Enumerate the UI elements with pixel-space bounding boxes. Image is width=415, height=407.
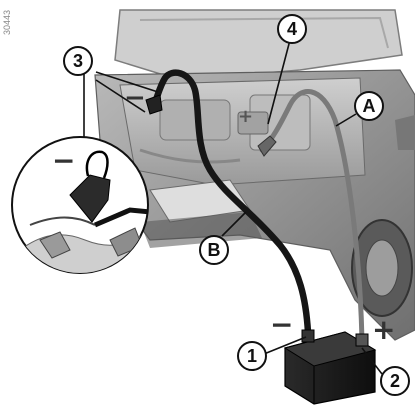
plus-sign-engine: + xyxy=(238,108,253,126)
minus-sign-inset: − xyxy=(52,147,75,175)
callout-b: B xyxy=(199,235,229,265)
external-battery xyxy=(285,330,375,404)
callout-1: 1 xyxy=(237,341,267,371)
callout-a: A xyxy=(354,91,384,121)
callout-4: 4 xyxy=(277,14,307,44)
reference-id: 30443 xyxy=(2,10,12,35)
inset-detail xyxy=(12,137,150,280)
minus-sign-engine: − xyxy=(124,85,146,111)
callout-3: 3 xyxy=(63,46,93,76)
callout-2: 2 xyxy=(380,366,410,396)
minus-sign-battery: − xyxy=(270,311,293,339)
plus-sign-battery: + xyxy=(372,316,395,344)
